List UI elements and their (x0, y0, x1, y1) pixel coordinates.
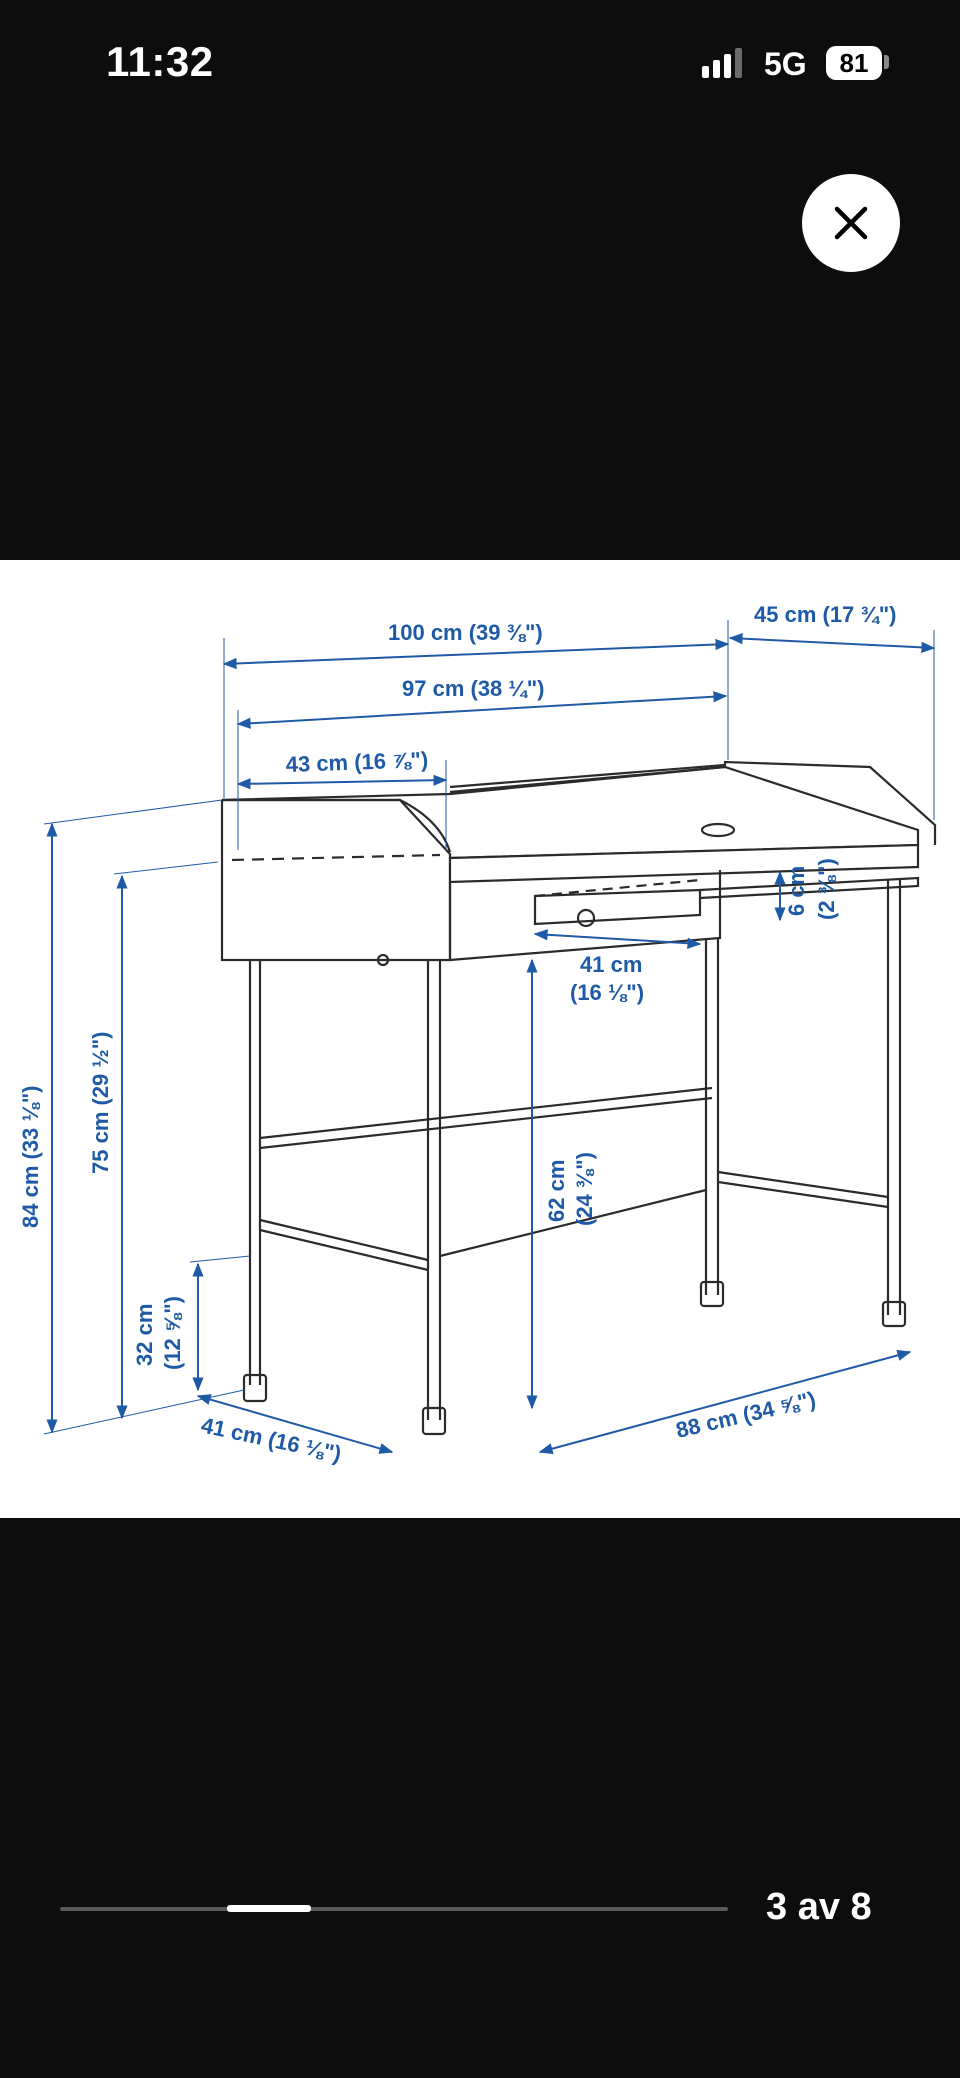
pager-track[interactable] (60, 1907, 728, 1911)
label-base-width: 88 cm (34 ⅝") (674, 1386, 818, 1442)
label-desk-height: 75 cm (29 ½") (88, 1031, 113, 1174)
label-drawer-height-in: (2 ⅜") (814, 858, 839, 920)
close-x-icon (834, 206, 868, 240)
signal-bars-icon (702, 48, 742, 78)
label-legroom-height: 62 cm (544, 1160, 569, 1222)
close-button[interactable] (802, 174, 900, 272)
label-inner-width: 97 cm (38 ¼") (402, 676, 545, 701)
pager-thumb[interactable] (227, 1905, 311, 1912)
label-base-depth: 41 cm (16 ⅛") (199, 1412, 344, 1466)
status-time: 11:32 (106, 38, 214, 85)
battery-level: 81 (839, 48, 869, 78)
label-drawer-height: 6 cm (784, 866, 809, 916)
label-drawer-width-in: (16 ⅛") (570, 980, 644, 1005)
desk-dimension-diagram: 100 cm (39 ⅜") 45 cm (17 ¾") 97 cm (38 ¼… (18, 602, 937, 1467)
label-shelf-width: 43 cm (16 ⅞") (285, 747, 428, 777)
status-bar: 11:32 5G 81 (0, 0, 960, 130)
product-image[interactable]: 100 cm (39 ⅜") 45 cm (17 ¾") 97 cm (38 ¼… (0, 560, 960, 1518)
page-counter: 3 av 8 (766, 1886, 872, 1928)
label-legroom-height-in: (24 ⅜") (572, 1152, 597, 1226)
label-shelf-height-in: (12 ⅝") (160, 1296, 185, 1370)
label-shelf-height: 32 cm (132, 1304, 157, 1366)
network-type: 5G (764, 46, 807, 82)
desk-drawing (220, 760, 937, 1436)
label-total-height: 84 cm (33 ⅛") (18, 1085, 43, 1228)
label-depth: 45 cm (17 ¾") (754, 602, 897, 627)
battery-tip (884, 55, 889, 69)
battery-icon: 81 (826, 46, 882, 80)
dimension-lines (43, 620, 936, 1455)
label-overall-width: 100 cm (39 ⅜") (388, 620, 543, 645)
dimension-labels: 100 cm (39 ⅜") 45 cm (17 ¾") 97 cm (38 ¼… (18, 602, 897, 1467)
label-drawer-width: 41 cm (580, 952, 642, 977)
